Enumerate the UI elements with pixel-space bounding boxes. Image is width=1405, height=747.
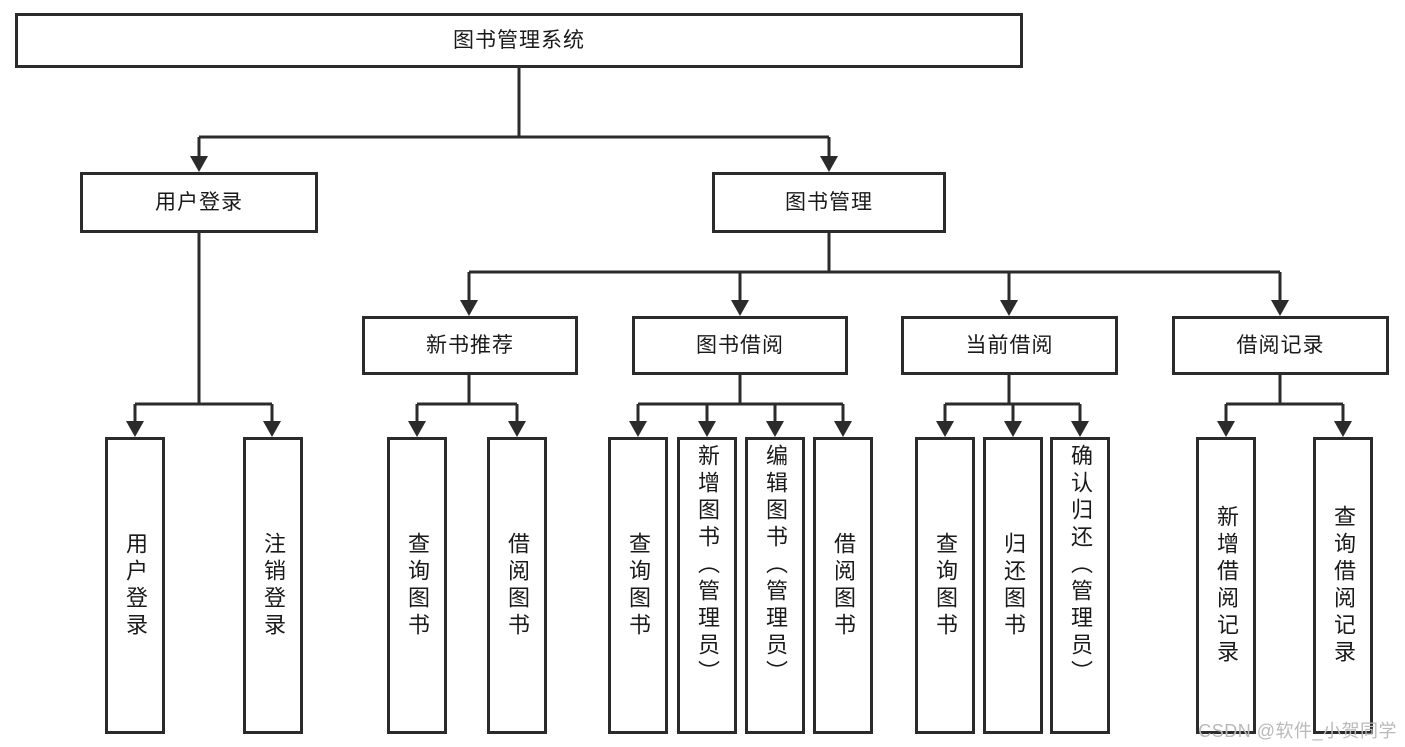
leaf-query-book-2[interactable]: 查询图书	[608, 437, 668, 734]
leaf-query-borrow-record-label: 查询借阅记录	[1331, 504, 1356, 667]
leaf-edit-book[interactable]: 编辑图书（管理员）	[745, 437, 805, 734]
leaf-add-book-label: 新增图书（管理员）	[695, 444, 720, 687]
node-current-borrow[interactable]: 当前借阅	[901, 316, 1118, 375]
arrowhead-leaf-borrow-book-1	[508, 421, 526, 437]
arrowhead-leaf-user-login	[126, 421, 144, 437]
leaf-return-book[interactable]: 归还图书	[983, 437, 1043, 734]
arrowhead-leaf-confirm-return	[1071, 421, 1089, 437]
leaf-query-book-1-label: 查询图书	[405, 531, 430, 640]
leaf-user-login-label: 用户登录	[123, 531, 148, 640]
node-current-borrow-label: 当前借阅	[965, 333, 1054, 357]
arrowhead-current-borrow	[1000, 300, 1018, 316]
node-borrow-record[interactable]: 借阅记录	[1172, 316, 1389, 375]
leaf-borrow-book-2-label: 借阅图书	[831, 531, 856, 640]
leaf-add-book[interactable]: 新增图书（管理员）	[677, 437, 737, 734]
arrowhead-leaf-user-logout	[263, 421, 281, 437]
arrowhead-leaf-add-borrow-record	[1217, 421, 1235, 437]
node-root-label: 图书管理系统	[453, 28, 585, 52]
leaf-borrow-book-2[interactable]: 借阅图书	[813, 437, 873, 734]
node-new-book-recommend[interactable]: 新书推荐	[362, 316, 578, 375]
node-root[interactable]: 图书管理系统	[15, 13, 1023, 68]
leaf-confirm-return[interactable]: 确认归还（管理员）	[1050, 437, 1110, 734]
node-book-borrow[interactable]: 图书借阅	[632, 316, 848, 375]
leaf-return-book-label: 归还图书	[1001, 531, 1026, 640]
leaf-add-borrow-record-label: 新增借阅记录	[1214, 504, 1239, 667]
arrowhead-book-borrow	[731, 300, 749, 316]
arrowhead-new-book-recommend	[460, 300, 478, 316]
arrowhead-leaf-edit-book	[766, 421, 784, 437]
leaf-user-logout-label: 注销登录	[261, 531, 286, 640]
arrowhead-leaf-borrow-book-2	[834, 421, 852, 437]
leaf-user-login[interactable]: 用户登录	[105, 437, 165, 734]
arrowhead-book-manage	[820, 156, 838, 172]
arrowhead-leaf-query-book-3	[936, 421, 954, 437]
arrowhead-leaf-query-book-2	[629, 421, 647, 437]
leaf-edit-book-label: 编辑图书（管理员）	[763, 444, 788, 687]
node-book-manage[interactable]: 图书管理	[712, 172, 946, 233]
leaf-borrow-book-1-label: 借阅图书	[505, 531, 530, 640]
arrowhead-user-login	[190, 156, 208, 172]
node-book-borrow-label: 图书借阅	[696, 333, 784, 357]
leaf-query-book-3[interactable]: 查询图书	[915, 437, 975, 734]
arrowhead-leaf-return-book	[1004, 421, 1022, 437]
node-user-login[interactable]: 用户登录	[80, 172, 318, 233]
leaf-query-book-1[interactable]: 查询图书	[387, 437, 447, 734]
leaf-query-book-2-label: 查询图书	[626, 531, 651, 640]
arrowhead-leaf-add-book	[698, 421, 716, 437]
node-book-manage-label: 图书管理	[785, 190, 873, 214]
leaf-add-borrow-record[interactable]: 新增借阅记录	[1196, 437, 1256, 734]
arrowhead-borrow-record	[1271, 300, 1289, 316]
arrowhead-leaf-query-borrow-record	[1334, 421, 1352, 437]
leaf-borrow-book-1[interactable]: 借阅图书	[487, 437, 547, 734]
watermark-text: CSDN @软件_小贺同学	[1198, 721, 1397, 741]
node-new-book-recommend-label: 新书推荐	[426, 333, 514, 357]
node-borrow-record-label: 借阅记录	[1236, 333, 1325, 357]
arrowhead-leaf-query-book-1	[408, 421, 426, 437]
leaf-confirm-return-label: 确认归还（管理员）	[1068, 444, 1093, 687]
leaf-query-book-3-label: 查询图书	[933, 531, 958, 640]
node-user-login-label: 用户登录	[155, 190, 243, 214]
leaf-query-borrow-record[interactable]: 查询借阅记录	[1313, 437, 1373, 734]
leaf-user-logout[interactable]: 注销登录	[243, 437, 303, 734]
